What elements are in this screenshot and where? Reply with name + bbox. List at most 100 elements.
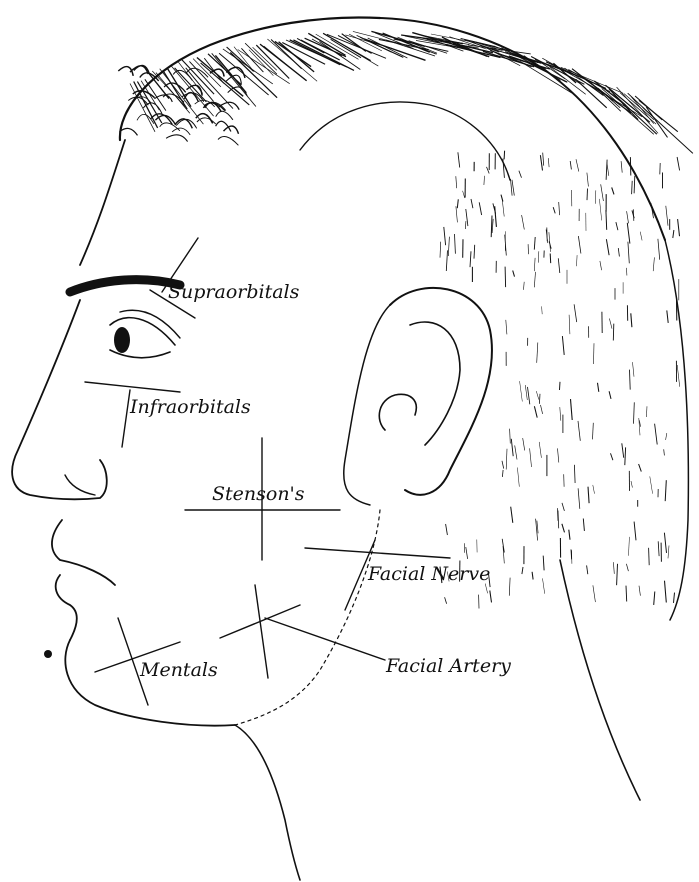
hair-stroke [634, 176, 635, 194]
hair-stroke [542, 306, 543, 314]
hair-curl [218, 137, 238, 146]
hair-stroke [587, 189, 588, 201]
hair-stroke [593, 485, 595, 494]
hair-stroke [523, 438, 525, 450]
cheek-crease [65, 475, 95, 495]
hair-stroke [666, 206, 668, 226]
hair-stroke [137, 82, 161, 124]
hair-stroke [511, 179, 513, 196]
neck-back-line [560, 560, 640, 800]
hair-stroke [440, 242, 441, 258]
eye-region [70, 280, 180, 358]
hair-stroke [633, 209, 634, 221]
hair-stroke [532, 572, 533, 580]
hair-stroke [505, 267, 506, 288]
hair-stroke [446, 250, 447, 271]
hair-stroke [574, 304, 577, 322]
hair-stroke [522, 567, 523, 574]
hair-stroke [559, 202, 560, 215]
hair-stroke [501, 195, 503, 202]
hair-stroke [588, 487, 589, 504]
infraorbital-line-a [85, 382, 180, 392]
hair-stroke [553, 207, 555, 213]
hair-stroke [524, 282, 525, 290]
hair-stroke [534, 258, 535, 271]
hair-stroke [485, 584, 487, 594]
hair-stroke [511, 439, 513, 456]
hair-stroke [543, 556, 544, 571]
hair-stroke [543, 153, 544, 166]
hair-stroke [463, 191, 465, 198]
hair-curl [120, 128, 138, 135]
hair-stroke [626, 586, 627, 602]
hair-stroke [632, 181, 633, 194]
hair-stroke [490, 591, 492, 603]
hair-stroke [600, 261, 602, 270]
label-supraorbitals: Supraorbitals [168, 281, 300, 303]
hair-stroke [484, 176, 485, 185]
hair-stroke [504, 151, 505, 160]
ear-front-edge [344, 305, 390, 505]
upper-lip-line [52, 520, 115, 585]
hair-curl [160, 123, 180, 131]
ear [344, 288, 492, 505]
forehead-line [80, 140, 125, 265]
hair-stroke [653, 257, 654, 271]
hair-stroke [616, 222, 618, 230]
ear-concha [379, 394, 416, 430]
hair-stroke [668, 546, 669, 559]
hair-stroke [536, 391, 539, 399]
hair-stroke [601, 184, 604, 201]
hair-stroke [578, 421, 580, 441]
hair-curl [166, 135, 188, 142]
label-facial-nerve: Facial Nerve [367, 563, 490, 585]
hair-stroke [673, 230, 674, 238]
lower-lip-line [56, 575, 77, 640]
hair-stroke [539, 442, 541, 458]
hair-stroke [634, 402, 635, 423]
hair-stroke [658, 239, 660, 260]
hair-curl [224, 126, 239, 134]
label-infraorbitals: Infraorbitals [129, 396, 251, 418]
hair-stroke [519, 171, 522, 178]
hair-stroke [678, 219, 680, 236]
hair-stroke [541, 405, 543, 414]
infraorbital-line-b [122, 390, 130, 447]
hair-stroke [249, 50, 274, 76]
hair-stroke [627, 223, 630, 244]
hair-stroke [576, 159, 579, 171]
hair-stroke [627, 211, 629, 223]
hair-stroke [456, 176, 457, 188]
hair-stroke [444, 227, 446, 245]
hair-stroke [560, 407, 561, 421]
hair-stroke [212, 53, 256, 106]
hair-stroke [594, 343, 595, 364]
facial-artery-vertical [255, 585, 268, 678]
hair-stroke [538, 251, 539, 262]
hair-stroke [649, 548, 650, 565]
hair-curl [196, 114, 213, 124]
jaw-line-dotted [235, 510, 380, 725]
hair-stroke [528, 387, 530, 404]
hair-hatching [118, 31, 693, 608]
hair-stroke [502, 199, 504, 216]
facial-artery-leader [265, 618, 385, 660]
hair-stroke [633, 362, 635, 377]
hair-stroke [593, 423, 594, 440]
facial-artery-cross [220, 605, 300, 638]
hair-stroke [624, 94, 654, 120]
hair-stroke [646, 406, 647, 417]
hair-stroke [560, 382, 561, 390]
hair-stroke [574, 465, 575, 483]
hair-stroke [569, 315, 570, 334]
hair-stroke [456, 206, 458, 222]
hair-stroke [617, 564, 618, 585]
hair-stroke [517, 468, 519, 487]
ear-inner [410, 322, 460, 445]
hair-stroke [677, 157, 680, 170]
hair-stroke [537, 343, 538, 363]
hair-stroke [612, 187, 614, 194]
mental-dot [44, 650, 52, 658]
hair-stroke [628, 242, 629, 264]
